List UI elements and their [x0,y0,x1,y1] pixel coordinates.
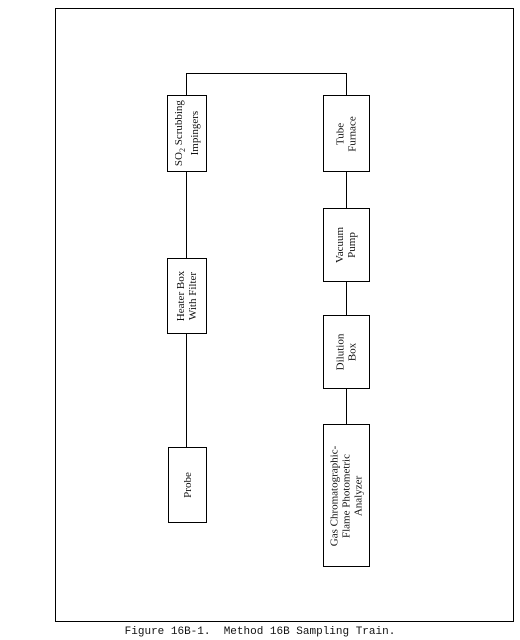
connector-furnace-pump [346,172,347,208]
vacuum-pump-box: Vacuum Pump [323,208,370,282]
gc-fpd-analyzer-box: Gas Chromatographic- Flame Photometric A… [323,424,370,567]
figure-caption: Figure 16B-1. Method 16B Sampling Train. [124,626,396,638]
connector-dilution-analyzer [346,389,347,424]
heater-box-label: Heater Box With Filter [175,270,199,322]
tube-furnace-label: Tube Furnace [334,115,359,152]
connector-pump-dilution [346,282,347,315]
figure-frame [55,8,514,622]
probe-label: Probe [181,472,194,498]
connector-scrubber-up [186,73,187,95]
connector-top-horizontal [186,73,347,74]
tube-furnace-box: Tube Furnace [323,95,370,172]
dilution-box-label: Dilution Box [334,333,359,371]
connector-scrubber-heater [186,172,187,258]
connector-furnace-up [346,73,347,95]
probe-box: Probe [168,447,207,523]
connector-heater-probe [186,334,187,447]
dilution-box-box: Dilution Box [323,315,370,389]
so2-scrubbing-impingers-box: SO2 Scrubbing Impingers [167,95,207,172]
heater-box-with-filter-box: Heater Box With Filter [167,258,207,334]
so2-scrubbing-impingers-label: SO2 Scrubbing Impingers [172,100,202,167]
vacuum-pump-label: Vacuum Pump [334,226,359,264]
gc-fpd-analyzer-label: Gas Chromatographic- Flame Photometric A… [328,445,365,546]
